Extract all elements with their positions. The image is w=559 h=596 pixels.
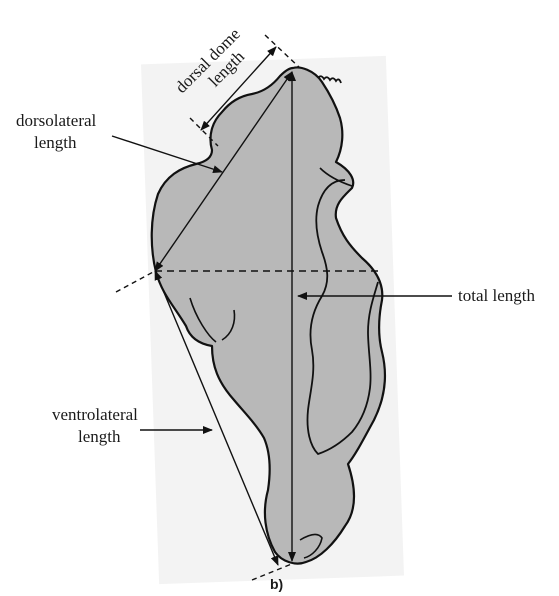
ventrolateral-label-line2: length xyxy=(78,427,121,446)
ventrolateral-label-line1: ventrolateral xyxy=(52,405,138,424)
panel-label: b) xyxy=(270,576,283,592)
dorsolateral-label-line2: length xyxy=(34,133,77,152)
total-length-label: total length xyxy=(458,286,535,305)
dorsolateral-label-line1: dorsolateral xyxy=(16,111,97,130)
